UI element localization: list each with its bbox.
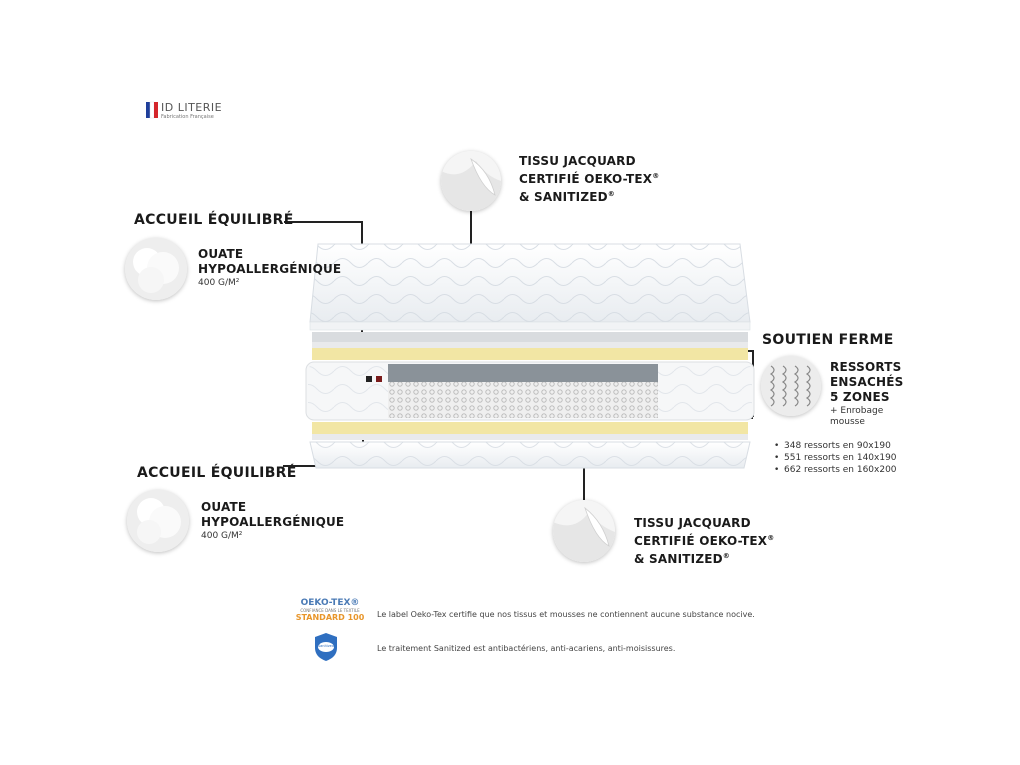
sanitized-logo: Sanitized	[313, 632, 339, 662]
upper-comfort-line-1: OUATE	[198, 247, 244, 261]
jacquard-fabric-icon	[441, 151, 501, 211]
top-quilted-layer	[309, 243, 751, 331]
support-extra-line-2: mousse	[830, 417, 865, 427]
lower-comfort-detail: 400 G/M²	[201, 531, 243, 541]
upper-comfort-detail: 400 G/M²	[198, 278, 240, 288]
lower-comfort-line-2: HYPOALLERGÉNIQUE	[201, 515, 345, 529]
support-extra: + Enrobage mousse	[830, 406, 883, 428]
top-feature-mark-2: ®	[607, 190, 615, 198]
top-feature-label: TISSU JACQUARD CERTIFIÉ OEKO-TEX® & SANI…	[519, 154, 659, 205]
mattress-illustration	[305, 243, 755, 469]
upper-comfort-heading: ACCUEIL ÉQUILIBRÉ	[134, 212, 294, 228]
spring-core-layer	[305, 361, 755, 421]
brand-tagline: Fabrication Française	[161, 114, 214, 120]
upper-comfort-label: OUATE HYPOALLERGÉNIQUE	[198, 247, 341, 277]
support-line-1: RESSORTS	[830, 360, 902, 374]
wadding-icon-upper	[125, 238, 187, 300]
support-line-3: 5 ZONES	[830, 390, 890, 404]
leader-line-upper-comfort-h	[284, 221, 362, 223]
lower-comfort-line-1: OUATE	[201, 500, 247, 514]
jacquard-fabric-icon-bottom	[553, 500, 615, 562]
lower-comfort-label: OUATE HYPOALLERGÉNIQUE	[201, 500, 344, 530]
bottom-feature-mark-2: ®	[722, 552, 730, 560]
bottom-quilted-layer	[309, 441, 751, 469]
bottom-feature-line-2: CERTIFIÉ OEKO-TEX	[634, 534, 768, 548]
pocket-springs-icon	[761, 356, 821, 416]
leader-line-top-feature	[470, 210, 472, 262]
sanitized-text: Le traitement Sanitized est antibactérie…	[377, 644, 676, 653]
leader-line-bottom-feature	[583, 452, 585, 500]
top-feature-line-1: TISSU JACQUARD	[519, 154, 636, 168]
bottom-feature-mark-1: ®	[767, 534, 775, 542]
oeko-tex-logo-sub: CONFIANCE DANS LE TEXTILE	[300, 608, 360, 613]
bottom-feature-line-1: TISSU JACQUARD	[634, 516, 751, 530]
wadding-icon-lower	[127, 490, 189, 552]
lower-comfort-layers	[312, 422, 748, 440]
flag-icon	[146, 101, 158, 119]
oeko-tex-text: Le label Oeko-Tex certifie que nos tissu…	[377, 610, 755, 619]
spring-count-item: 551 ressorts en 140x190	[774, 452, 896, 464]
support-extra-line-1: + Enrobage	[830, 406, 884, 416]
sanitized-logo-label: Sanitized	[317, 644, 335, 648]
spring-count-item: 662 ressorts en 160x200	[774, 464, 896, 476]
spring-count-item: 348 ressorts en 90x190	[774, 440, 897, 452]
top-feature-line-2: CERTIFIÉ OEKO-TEX	[519, 172, 653, 186]
bottom-feature-label: TISSU JACQUARD CERTIFIÉ OEKO-TEX® & SANI…	[634, 516, 774, 567]
support-label: RESSORTS ENSACHÉS 5 ZONES	[830, 360, 903, 405]
oeko-tex-logo: OEKO-TEX® CONFIANCE DANS LE TEXTILE STAN…	[290, 598, 370, 624]
support-heading: SOUTIEN FERME	[762, 332, 894, 348]
top-feature-line-3: & SANITIZED	[519, 190, 608, 204]
bottom-feature-line-3: & SANITIZED	[634, 552, 723, 566]
oeko-tex-logo-title: OEKO-TEX®	[300, 598, 360, 608]
spring-count-list: 348 ressorts en 90x190 551 ressorts en 1…	[774, 440, 897, 476]
upper-comfort-line-2: HYPOALLERGÉNIQUE	[198, 262, 342, 276]
upper-comfort-layers	[312, 332, 748, 360]
support-line-2: ENSACHÉS	[830, 375, 904, 389]
oeko-tex-logo-standard: STANDARD 100	[295, 613, 365, 622]
lower-comfort-heading: ACCUEIL ÉQUILIBRÉ	[137, 465, 297, 481]
brand-logo: ID LITERIE Fabrication Française	[144, 101, 234, 125]
brand-name: ID LITERIE	[161, 101, 223, 114]
top-feature-mark-1: ®	[652, 172, 660, 180]
